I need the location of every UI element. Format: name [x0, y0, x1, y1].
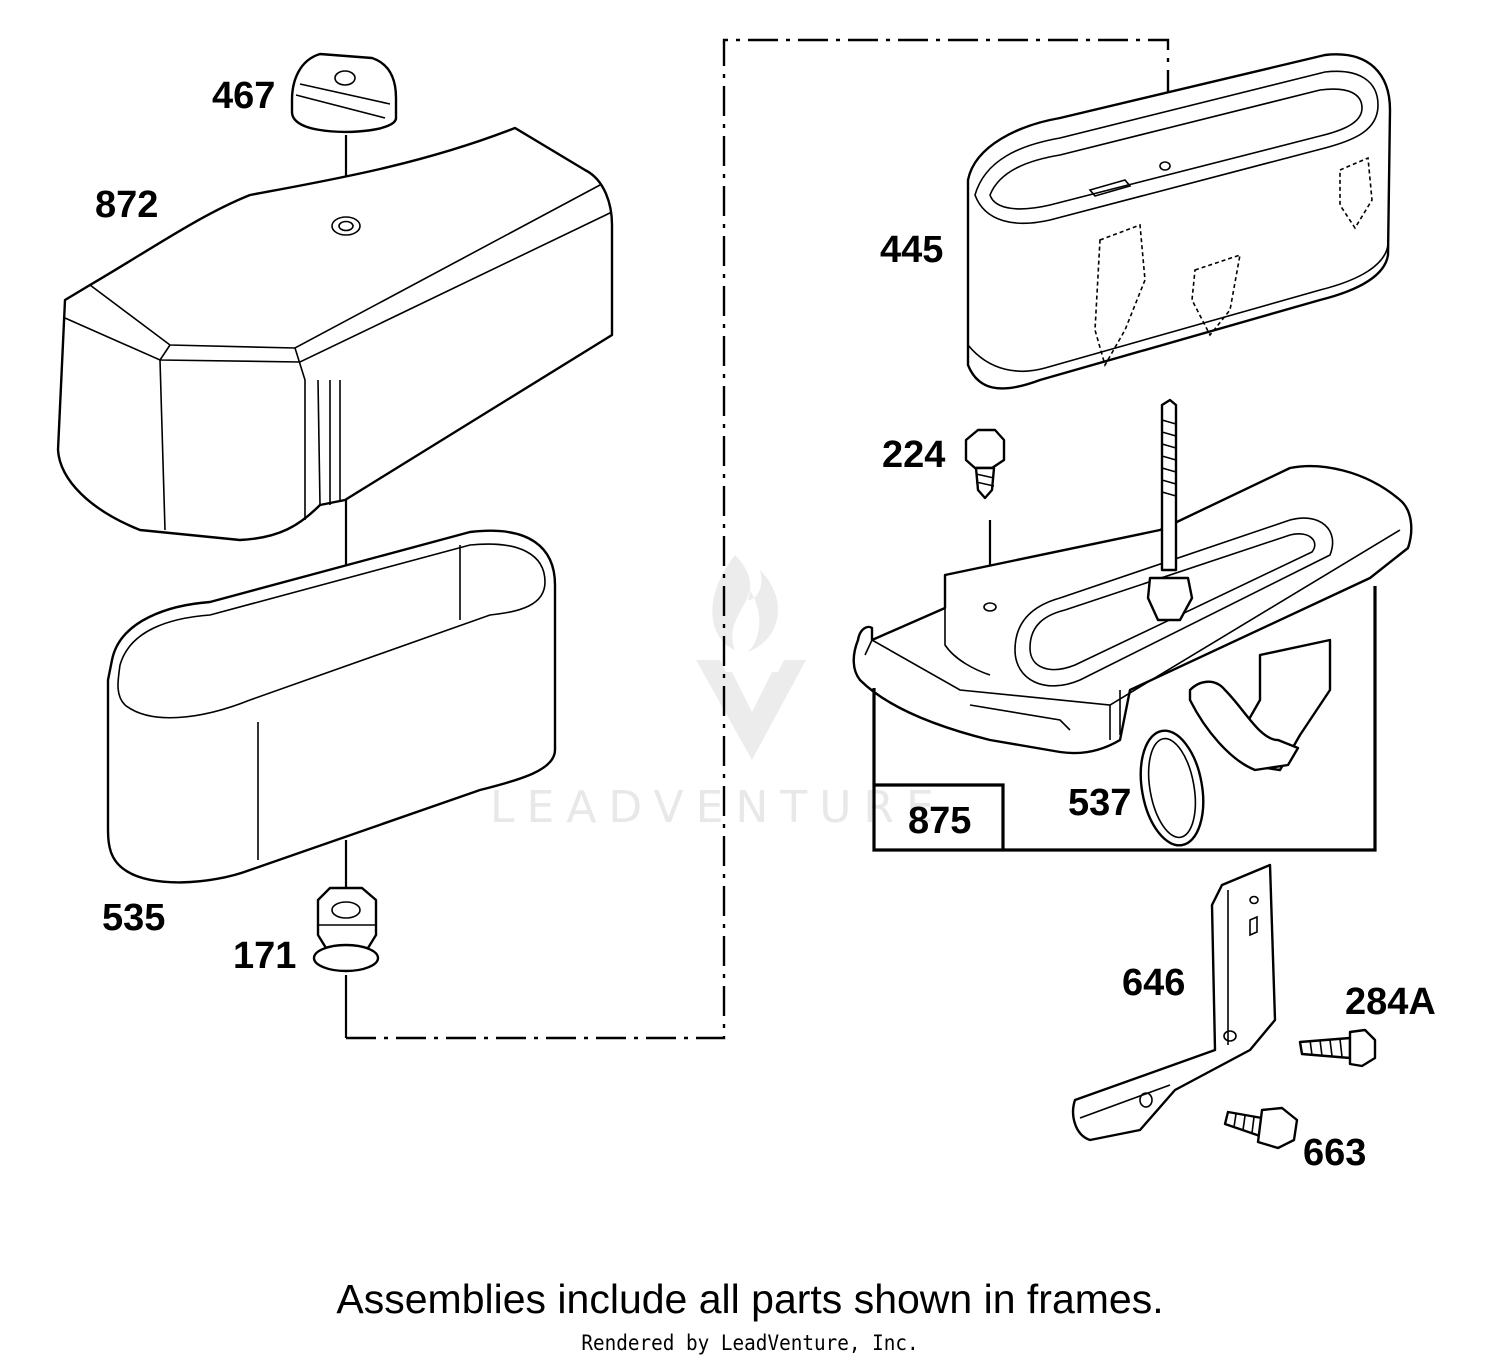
bracket-646 [1071, 863, 1277, 1142]
callout-467: 467 [212, 75, 275, 117]
assembly-footnote: Assemblies include all parts shown in fr… [336, 1276, 1164, 1322]
air-filter-445 [966, 53, 1392, 390]
callout-445: 445 [880, 229, 943, 271]
callout-box-875 [874, 783, 1005, 850]
screw-224 [964, 428, 1006, 500]
watermark-logo [696, 555, 806, 760]
render-credit: Rendered by LeadVenture, Inc. [581, 1331, 919, 1355]
prefilter-535 [106, 529, 557, 884]
callout-284a: 284A [1345, 981, 1436, 1023]
callout-872: 872 [95, 184, 158, 226]
base-assembly-875 [852, 398, 1413, 772]
callout-224: 224 [882, 434, 945, 476]
knob-467 [290, 52, 398, 134]
grommet-171 [312, 886, 380, 973]
screw-663 [1223, 1106, 1299, 1150]
screw-284a [1298, 1028, 1377, 1068]
watermark-text: LEADVENTURE [490, 782, 946, 833]
callout-535: 535 [102, 897, 165, 939]
assembly-dash-line [346, 38, 1170, 1040]
callout-537: 537 [1068, 782, 1131, 824]
callout-646: 646 [1122, 962, 1185, 1004]
cover-872 [56, 126, 614, 542]
callout-663: 663 [1303, 1132, 1366, 1174]
callout-875: 875 [908, 800, 971, 842]
seal-537 [1139, 729, 1205, 847]
assembly-frame [872, 586, 1377, 852]
callout-171: 171 [233, 935, 296, 977]
